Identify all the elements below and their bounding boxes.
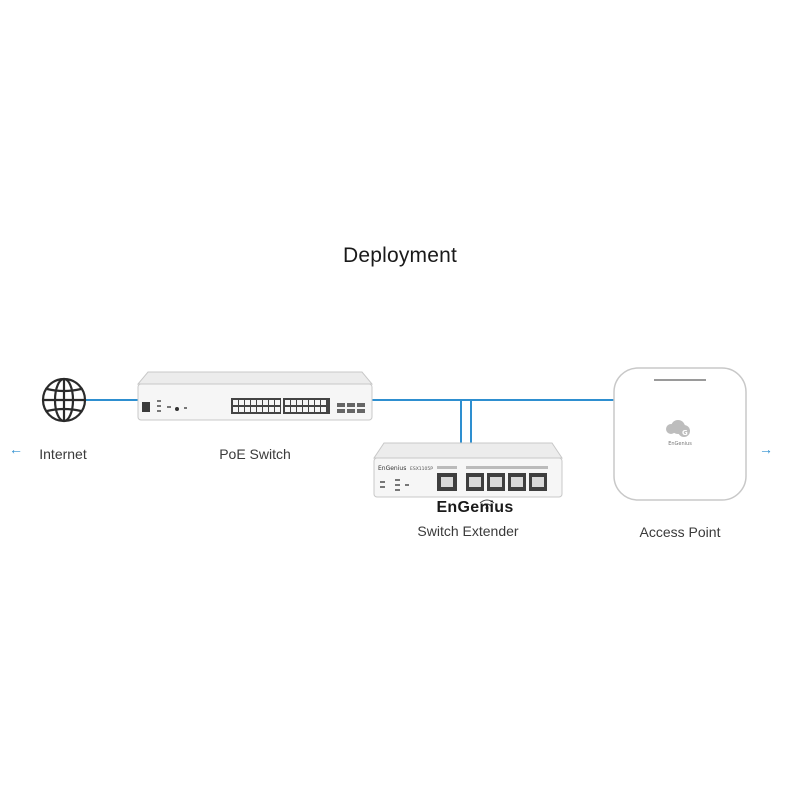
- cloud-logo-icon: G: [666, 420, 690, 437]
- internet-label: Internet: [39, 446, 87, 462]
- engenius-brand-label: EnGenius: [436, 499, 514, 516]
- globe-icon: [41, 377, 87, 423]
- page-title: Deployment: [342, 244, 458, 267]
- poe-switch-device: [136, 371, 374, 421]
- extender-model: ESX1105P: [410, 466, 433, 472]
- connection-lines: [86, 399, 614, 443]
- switch-extender-label: Switch Extender: [417, 523, 519, 539]
- arrow-left-icon[interactable]: ←: [9, 441, 23, 457]
- access-point-device: G EnGenius: [613, 367, 747, 501]
- access-point-label: Access Point: [639, 524, 721, 540]
- arrow-right-icon[interactable]: →: [759, 441, 773, 457]
- svg-text:G: G: [682, 429, 688, 437]
- switch-extender-device: EnGenius ESX1105P: [373, 442, 563, 510]
- poe-switch-label: PoE Switch: [219, 446, 291, 462]
- extender-badge-brand: EnGenius: [378, 465, 406, 472]
- ap-logo-text: EnGenius: [668, 441, 692, 447]
